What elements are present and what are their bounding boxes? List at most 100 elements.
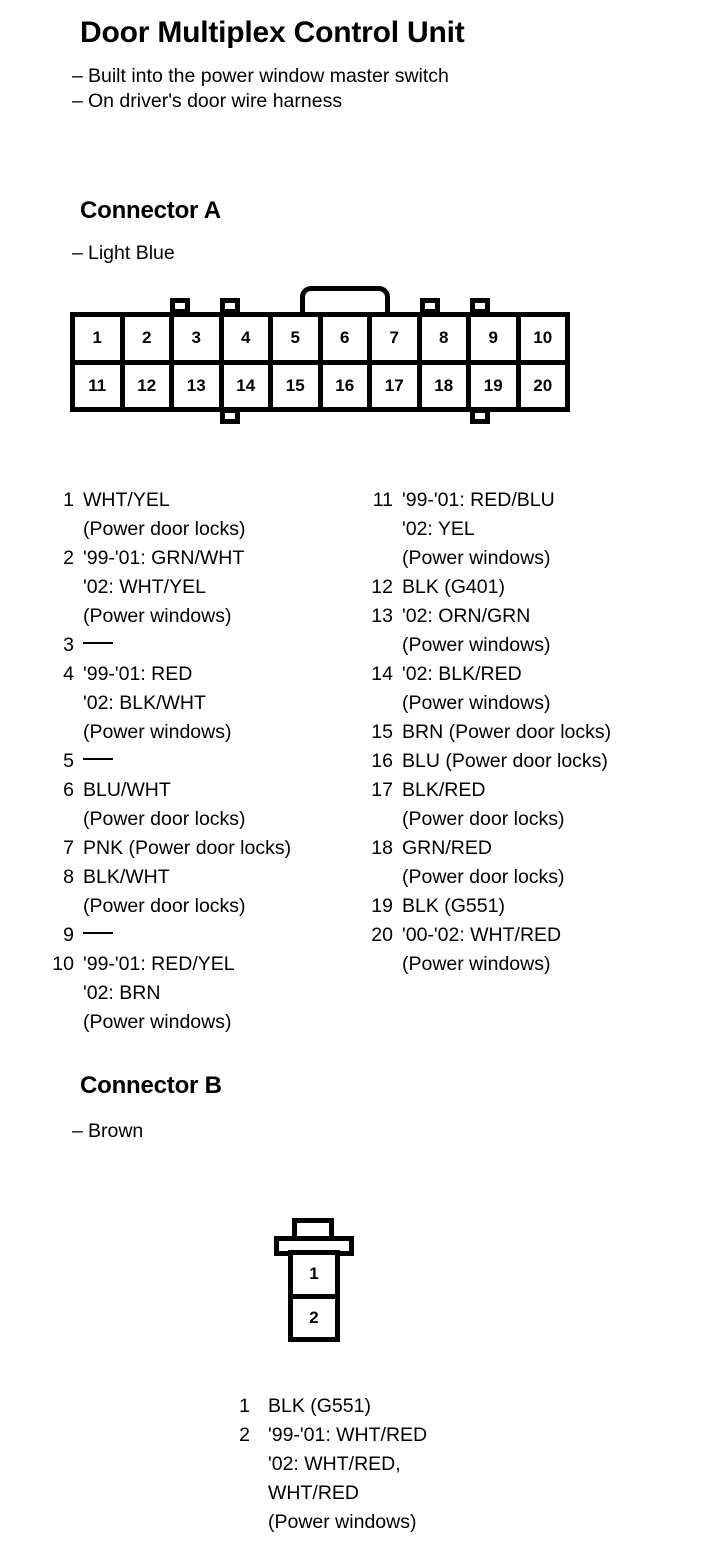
pin-description: BLU (Power door locks) xyxy=(402,747,685,776)
pin-number: 7 xyxy=(63,837,74,859)
pin-entry: 7 PNK (Power door locks) xyxy=(48,834,368,863)
pin-entry: 9 xyxy=(48,921,368,950)
pin-number: 17 xyxy=(371,779,393,801)
connector-b-heading: Connector B xyxy=(80,1072,222,1099)
connector-a-pin-cell: 5 xyxy=(273,317,323,360)
pin-description: BLU/WHT (Power door locks) xyxy=(83,776,368,834)
pin-description-line: (Power windows) xyxy=(268,1511,417,1533)
pin-description-line: '99-'01: RED/YEL xyxy=(83,953,235,975)
connector-a-diagram: 1 2 3 4 5 6 7 8 9 10 11 12 13 14 15 16 1… xyxy=(60,278,580,443)
connector-a-housing: 1 2 3 4 5 6 7 8 9 10 11 12 13 14 15 16 1… xyxy=(70,312,570,412)
pin-description-line: (Power windows) xyxy=(83,1011,232,1033)
pin-description: BLK (G551) xyxy=(402,892,685,921)
pin-description-line: '02: YEL xyxy=(402,518,475,540)
connector-a-pin-cell: 4 xyxy=(223,317,273,360)
pin-description: BLK/RED (Power door locks) xyxy=(402,776,685,834)
connector-a-pin-list-right: 11'99-'01: RED/BLU'02: YEL(Power windows… xyxy=(365,486,685,979)
pin-number: 3 xyxy=(63,634,74,656)
pin-description xyxy=(83,747,368,776)
connector-a-row-bottom: 11 12 13 14 15 16 17 18 19 20 xyxy=(75,364,565,407)
pin-description-line: BLK/RED xyxy=(402,779,486,801)
connector-a-tab-top-1 xyxy=(170,298,190,314)
connector-a-subtitle: –Light Blue xyxy=(72,242,175,265)
pin-description: '02: BLK/RED (Power windows) xyxy=(402,660,685,718)
pin-description-line: (Power windows) xyxy=(83,721,232,743)
pin-description-line: '02: BLK/RED xyxy=(402,663,522,685)
connector-a-pin-cell: 2 xyxy=(124,317,174,360)
dash-marker: – xyxy=(72,65,83,87)
connector-b-subtitle-text: Brown xyxy=(88,1120,144,1142)
dash-marker: – xyxy=(72,242,83,264)
pin-description: BLK (G401) xyxy=(402,573,685,602)
pin-description: '02: ORN/GRN(Power windows) xyxy=(402,602,685,660)
connector-b-diagram: 1 2 xyxy=(262,1218,382,1348)
pin-entry: 4'99-'01: RED'02: BLK/WHT(Power windows) xyxy=(48,660,368,747)
pin-description-line: (Power door locks) xyxy=(83,518,246,540)
pin-description-line: WHT/YEL xyxy=(83,489,170,511)
pin-description-line: (Power windows) xyxy=(402,692,551,714)
connector-b-subtitle: –Brown xyxy=(72,1120,143,1143)
pin-number: 16 xyxy=(371,750,393,772)
pin-description-line: (Power windows) xyxy=(402,953,551,975)
pin-empty-dash-icon xyxy=(83,642,113,644)
pin-description-line: '02: WHT/YEL xyxy=(83,576,206,598)
pin-number: 19 xyxy=(371,895,393,917)
pin-empty-dash-icon xyxy=(83,932,113,934)
pin-description-line: '99-'01: RED xyxy=(83,663,193,685)
pin-entry: 2'99-'01: WHT/RED'02: WHT/RED,WHT/RED(Po… xyxy=(236,1421,616,1537)
connector-a-pin-cell: 1 xyxy=(75,317,125,360)
pin-description: PNK (Power door locks) xyxy=(83,834,368,863)
pin-description xyxy=(83,921,368,950)
pin-number: 5 xyxy=(63,750,74,772)
pin-entry: 2'99-'01: GRN/WHT'02: WHT/YEL(Power wind… xyxy=(48,544,368,631)
pin-entry: 14'02: BLK/RED(Power windows) xyxy=(365,660,685,718)
pin-description: BRN (Power door locks) xyxy=(402,718,685,747)
pin-description-line: BLK (G551) xyxy=(268,1395,371,1417)
pin-description-line: '02: BRN xyxy=(83,982,161,1004)
pin-number: 18 xyxy=(371,837,393,859)
connector-a-pin-cell: 19 xyxy=(471,364,521,407)
pin-entry: 10'99-'01: RED/YEL'02: BRN(Power windows… xyxy=(48,950,368,1037)
pin-description-line: '99-'01: GRN/WHT xyxy=(83,547,245,569)
connector-a-tab-top-4 xyxy=(470,298,490,314)
pin-description-line: PNK (Power door locks) xyxy=(83,837,292,859)
pin-description-line: BLU/WHT xyxy=(83,779,171,801)
pin-description: BLK/WHT(Power door locks) xyxy=(83,863,368,921)
pin-description-line: WHT/RED xyxy=(268,1482,359,1504)
connector-b-pin-cell: 2 xyxy=(293,1298,335,1337)
connector-a-pin-cell: 10 xyxy=(520,317,565,360)
connector-a-pin-cell: 16 xyxy=(322,364,372,407)
pin-number: 1 xyxy=(63,489,74,511)
pin-number: 1 xyxy=(239,1395,250,1417)
pin-number: 2 xyxy=(239,1424,250,1446)
pin-description: BLK (G551) xyxy=(268,1392,616,1421)
connector-a-pin-cell: 15 xyxy=(273,364,323,407)
connector-b-latch xyxy=(292,1218,334,1240)
connector-a-row-top: 1 2 3 4 5 6 7 8 9 10 xyxy=(75,317,565,365)
connector-a-heading: Connector A xyxy=(80,197,221,224)
connector-a-pin-cell: 6 xyxy=(322,317,372,360)
pin-description-line: '00-'02: WHT/RED xyxy=(402,924,562,946)
connector-a-pin-cell: 9 xyxy=(471,317,521,360)
pin-description-line: (Power windows) xyxy=(402,634,551,656)
pin-entry: 5 xyxy=(48,747,368,776)
connector-a-latch xyxy=(300,286,390,316)
connector-b-pin-cell: 1 xyxy=(293,1255,335,1299)
pin-description-line: BRN (Power door locks) xyxy=(402,721,612,743)
pin-number: 2 xyxy=(63,547,74,569)
pin-description-line: (Power door locks) xyxy=(83,808,246,830)
pin-entry: 13 '02: ORN/GRN(Power windows) xyxy=(365,602,685,660)
pin-entry: 16 BLU (Power door locks) xyxy=(365,747,685,776)
pin-description-line: BLK/WHT xyxy=(83,866,170,888)
pin-number: 6 xyxy=(63,779,74,801)
pin-number: 13 xyxy=(371,605,393,627)
pin-description-line: (Power door locks) xyxy=(402,808,565,830)
pin-description-line: (Power windows) xyxy=(402,547,551,569)
connector-a-pin-cell: 17 xyxy=(372,364,422,407)
pin-description-line: (Power door locks) xyxy=(402,866,565,888)
connector-a-pin-cell: 12 xyxy=(124,364,174,407)
connector-a-pin-cell: 14 xyxy=(223,364,273,407)
header-note-0: –Built into the power window master swit… xyxy=(72,64,449,89)
